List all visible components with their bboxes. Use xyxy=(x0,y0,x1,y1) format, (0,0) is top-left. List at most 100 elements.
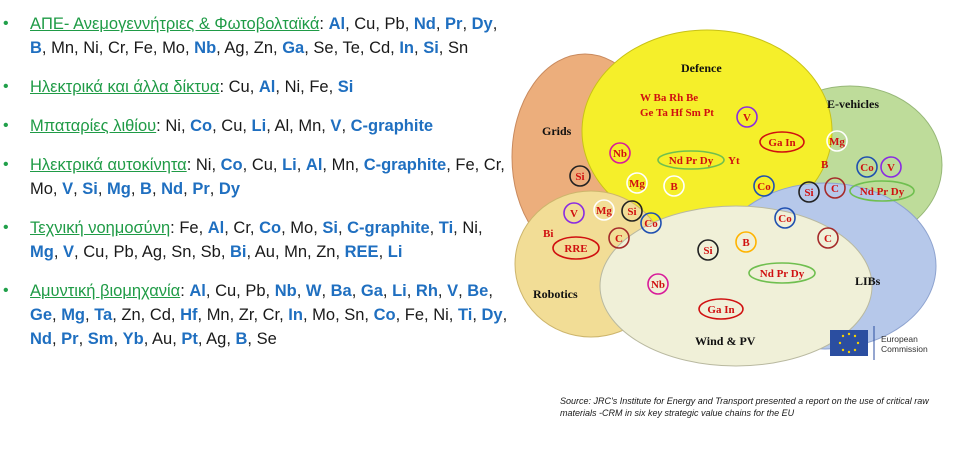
element-oval-wind-ndprdy: Nd Pr Dy xyxy=(748,262,816,284)
element-symbol: Pb xyxy=(245,282,266,300)
element-circle-def-v: V xyxy=(736,106,758,128)
element-symbol: Ni xyxy=(165,117,181,135)
element-symbol: In xyxy=(288,306,303,324)
bullet-icon: • xyxy=(3,219,9,236)
element-symbol: Nd xyxy=(30,330,52,348)
element-circle-def-co: Co xyxy=(753,175,775,197)
element-symbol: C-graphite xyxy=(350,117,434,135)
element-symbol: Fe xyxy=(309,78,329,96)
element-symbol: Cu xyxy=(251,156,273,174)
label-windpv: Wind & PV xyxy=(695,334,756,348)
element-symbol: Ta xyxy=(94,306,113,324)
element-symbol: Mn xyxy=(284,243,308,261)
sector-link[interactable]: Αμυντική βιομηχανία xyxy=(30,282,181,300)
svg-text:B: B xyxy=(742,237,750,249)
svg-text:C: C xyxy=(615,233,623,245)
element-symbol: Al xyxy=(207,219,225,237)
label-libs: LIBs xyxy=(855,274,881,288)
svg-text:Si: Si xyxy=(627,206,636,218)
element-oval-def-ndprdy: Nd Pr Dy xyxy=(657,150,725,170)
svg-text:Nb: Nb xyxy=(651,279,665,291)
element-symbol: Co xyxy=(259,219,282,237)
robotics-bi: Bi xyxy=(543,228,553,240)
element-symbol: Ni xyxy=(462,219,478,237)
element-symbol: W xyxy=(305,282,322,300)
svg-text:B: B xyxy=(670,181,678,193)
element-symbol: Si xyxy=(423,39,439,57)
element-symbol: Zn xyxy=(253,39,274,57)
element-symbol: In xyxy=(399,39,415,57)
element-symbol: Fe xyxy=(179,219,199,237)
eu-stars xyxy=(838,332,860,354)
svg-text:Co: Co xyxy=(757,181,771,193)
element-symbol: Cu xyxy=(83,243,105,261)
element-symbol: B xyxy=(140,180,152,198)
element-symbol: Ag xyxy=(141,243,163,261)
defence-elements-1: W Ba Rh Be xyxy=(640,92,698,104)
svg-text:C: C xyxy=(824,233,832,245)
element-symbol: Si xyxy=(322,219,338,237)
svg-text:RRE: RRE xyxy=(564,243,587,255)
defence-elements-2: Ge Ta Hf Sm Pt xyxy=(640,107,714,119)
sector-link[interactable]: Ηλεκτρικά και άλλα δίκτυα xyxy=(30,78,220,96)
element-symbol: Li xyxy=(282,156,297,174)
svg-text:Nd Pr Dy: Nd Pr Dy xyxy=(669,155,714,167)
element-symbol: Si xyxy=(337,78,354,96)
list-item: •Τεχνική νοημοσύνη: Fe, Al, Cr, Co, Mo, … xyxy=(0,216,510,264)
svg-text:V: V xyxy=(743,112,751,124)
element-symbol: Cu xyxy=(228,78,250,96)
element-symbol: Mg xyxy=(107,180,131,198)
element-symbol: Mg xyxy=(61,306,86,324)
element-symbol: Pb xyxy=(113,243,134,261)
bullet-icon: • xyxy=(3,15,9,32)
sector-windpv xyxy=(599,205,873,367)
element-symbol: Pb xyxy=(384,15,405,33)
svg-text:Si: Si xyxy=(804,187,813,199)
element-symbol: Be xyxy=(467,282,489,300)
european-commission-logo: European Commission xyxy=(830,326,928,360)
element-circle-def-mg: Mg xyxy=(626,172,648,194)
element-symbol: Pr xyxy=(445,15,463,33)
element-symbol: Cr xyxy=(483,156,501,174)
element-circle-def-b: B xyxy=(663,175,685,197)
sector-link[interactable]: Ηλεκτρικά αυτοκίνητα xyxy=(30,156,187,174)
list-item: •ΑΠΕ- Ανεμογεννήτριες & Φωτοβολταϊκά: Al… xyxy=(0,12,510,60)
element-symbol: Co xyxy=(373,306,396,324)
materials-list: •ΑΠΕ- Ανεμογεννήτριες & Φωτοβολταϊκά: Al… xyxy=(0,12,510,366)
element-circle-rob-mg: Mg xyxy=(593,199,615,221)
sector-link[interactable]: Τεχνική νοημοσύνη xyxy=(30,219,171,237)
element-symbol: Al xyxy=(189,282,206,300)
element-symbol: Ni xyxy=(83,39,99,57)
element-symbol: Yb xyxy=(122,330,144,348)
element-circle-ev-c: C xyxy=(824,177,846,199)
element-symbol: Zr xyxy=(238,306,254,324)
element-symbol: Al xyxy=(305,156,323,174)
sector-link[interactable]: ΑΠΕ- Ανεμογεννήτριες & Φωτοβολταϊκά xyxy=(30,15,320,33)
element-circle-ev-mg: Mg xyxy=(826,130,848,152)
list-item: •Ηλεκτρικά αυτοκίνητα: Ni, Co, Cu, Li, A… xyxy=(0,153,510,201)
sector-link[interactable]: Μπαταρίες λιθίου xyxy=(30,117,157,135)
element-oval-ev-ndprdy: Nd Pr Dy xyxy=(849,180,915,202)
element-symbol: Ni xyxy=(433,306,449,324)
label-robotics: Robotics xyxy=(533,287,578,301)
element-symbol: Dy xyxy=(471,15,493,33)
element-symbol: Cu xyxy=(221,117,243,135)
element-symbol: Ag xyxy=(224,39,245,57)
element-symbol: Al xyxy=(274,117,290,135)
element-circle-libs-c: C xyxy=(817,227,839,249)
element-symbol: Al xyxy=(258,78,276,96)
element-circle-wind-nb: Nb xyxy=(647,273,669,295)
element-symbol: Rh xyxy=(415,282,438,300)
element-symbol: Au xyxy=(152,330,173,348)
element-symbol: Ba xyxy=(330,282,352,300)
element-symbol: Bi xyxy=(229,243,247,261)
element-symbol: V xyxy=(330,117,342,135)
element-symbol: Mo xyxy=(162,39,185,57)
svg-text:C: C xyxy=(831,183,839,195)
element-symbol: Ti xyxy=(438,219,454,237)
element-symbol: Cu xyxy=(215,282,237,300)
element-symbol: Nb xyxy=(194,39,217,57)
label-defence: Defence xyxy=(681,61,722,75)
element-circle-wind-si: Si xyxy=(697,239,719,261)
svg-text:Mg: Mg xyxy=(829,136,845,148)
